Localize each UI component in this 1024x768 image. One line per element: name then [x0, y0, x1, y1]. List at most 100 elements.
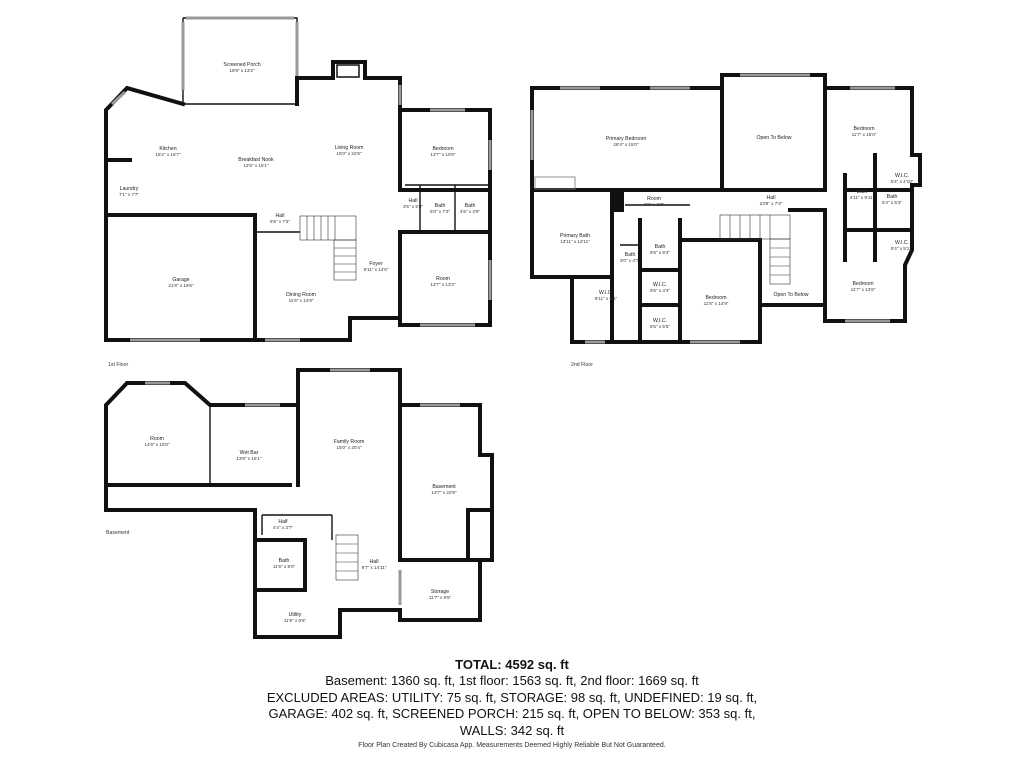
svg-text:Open To Below: Open To Below [773, 292, 808, 298]
svg-text:9'0" x 3'3": 9'0" x 3'3" [644, 202, 664, 207]
room-label-laundry: Laundry 7'1" x 7'7" [119, 186, 139, 197]
svg-text:Primary Bath: Primary Bath [560, 233, 590, 239]
svg-text:28'4" x 15'0": 28'4" x 15'0" [613, 142, 639, 147]
svg-text:11'6" x 6'6": 11'6" x 6'6" [284, 618, 307, 623]
second-floor-outer-walls [530, 73, 922, 344]
second-floor-stairs [719, 214, 791, 285]
svg-text:5'4" x 4'10": 5'4" x 4'10" [891, 179, 914, 184]
svg-text:5'5" x 5'5": 5'5" x 5'5" [650, 324, 670, 329]
room-label-storage: Storage 11'7" x 8'5" [429, 589, 452, 600]
svg-text:3'5" x 5'0": 3'5" x 5'0" [403, 204, 423, 209]
basement-plan: Basement [104, 368, 494, 639]
svg-text:9'11" x 14'6": 9'11" x 14'6" [364, 267, 389, 272]
basement-interior-walls [104, 403, 494, 592]
svg-text:Basement: Basement [432, 484, 456, 490]
svg-text:15'0" x 22'6": 15'0" x 22'6" [336, 151, 362, 156]
svg-text:Garage: Garage [172, 277, 189, 283]
first-floor-windows [110, 85, 492, 342]
screened-porch-walls [181, 16, 299, 105]
room-label-bath-2: Bath 4'6" x 4'9" [460, 203, 480, 214]
area-summary: TOTAL: 4592 sq. ft Basement: 1360 sq. ft… [0, 656, 1024, 739]
room-label-hall-small: Hall 3'5" x 5'0" [403, 198, 423, 209]
svg-text:Bedroom: Bedroom [853, 126, 874, 132]
first-floor-stairs [299, 215, 357, 281]
room-label-room-2: Room 9'0" x 3'3" [644, 196, 664, 207]
room-label-bath-2b: Bath 5'4" x 5'3" [882, 194, 902, 205]
svg-text:11'8" x 14'9": 11'8" x 14'9" [704, 301, 729, 306]
room-label-hall-b: Hall 9'7" x 14'11" [362, 559, 387, 570]
first-floor-interior-walls [104, 64, 492, 342]
room-label-breakfast-nook: Breakfast Nook 12'5" x 15'1" [238, 157, 274, 168]
walls-area: WALLS: 342 sq. ft [459, 722, 565, 738]
first-floor-plan: 1st Floor [104, 16, 492, 368]
room-label-bath-1: Bath 5'0" x 7'3" [430, 203, 450, 214]
svg-text:5'0" x 7'3": 5'0" x 7'3" [430, 209, 450, 214]
svg-text:Family Room: Family Room [334, 439, 365, 445]
room-label-wic-2d: W.I.C. 9'11" x 9'1" [595, 290, 618, 301]
room-label-hall-2: Hall 23'8" x 7'3" [760, 195, 783, 206]
room-label-bedroom-2a: Bedroom 11'7" x 15'0" [852, 126, 877, 137]
room-label-wic-2b: W.I.C. 5'4" x 5'11" [891, 240, 914, 251]
svg-text:Bedroom: Bedroom [432, 146, 453, 152]
svg-text:5'5" x 8'4": 5'5" x 8'4" [650, 250, 670, 255]
room-label-wic-2e: W.I.C. 5'5" x 5'5" [650, 318, 670, 329]
room-label-room-b: Room 14'9" x 15'0" [144, 436, 170, 447]
svg-text:Laundry: Laundry [120, 186, 139, 192]
svg-text:W.I.C.: W.I.C. [599, 290, 613, 296]
room-label-bath-2c: Bath 5'5" x 8'4" [650, 244, 670, 255]
svg-text:Screened Porch: Screened Porch [223, 62, 260, 68]
room-label-bath-2a: Bath 4'11" x 9'11" [850, 189, 875, 200]
total-area: TOTAL: 4592 sq. ft [455, 657, 569, 672]
excluded-areas-1: EXCLUDED AREAS: UTILITY: 75 sq. ft, STOR… [266, 689, 758, 705]
room-label-garage: Garage 21'8" x 18'6" [168, 277, 194, 288]
svg-text:Wet Bar: Wet Bar [240, 450, 259, 456]
svg-text:Bath: Bath [857, 189, 868, 195]
svg-text:13'8" x 15'1": 13'8" x 15'1" [236, 456, 262, 461]
svg-text:3'0" x 4'7": 3'0" x 4'7" [620, 258, 640, 263]
svg-text:15'0" x 20'4": 15'0" x 20'4" [336, 445, 362, 450]
svg-text:9'11" x 9'1": 9'11" x 9'1" [595, 296, 618, 301]
room-label-open-to-below-1: Open To Below [756, 135, 791, 141]
svg-text:Open To Below: Open To Below [756, 135, 791, 141]
svg-text:Hall: Hall [409, 198, 418, 204]
svg-text:13'7" x 13'2": 13'7" x 13'2" [430, 282, 456, 287]
disclaimer-footer: Floor Plan Created By Cubicasa App. Meas… [358, 742, 666, 749]
svg-text:5'4" x 5'3": 5'4" x 5'3" [882, 200, 902, 205]
room-label-room-1: Room 13'7" x 13'2" [430, 276, 456, 287]
svg-text:Bath: Bath [435, 203, 446, 209]
svg-text:Hall: Hall [276, 213, 285, 219]
room-label-bedroom-1: Bedroom 13'7" x 10'6" [430, 146, 456, 157]
second-floor-interior-walls [530, 73, 914, 344]
basement-floor-label: Basement [106, 530, 130, 536]
svg-text:Storage: Storage [431, 589, 449, 595]
room-label-basement: Basement 13'7" x 22'9" [431, 484, 457, 495]
second-floor-label: 2nd Floor [571, 362, 593, 368]
svg-text:W.I.C.: W.I.C. [653, 318, 667, 324]
svg-text:5'5" x 4'4": 5'5" x 4'4" [650, 288, 670, 293]
room-label-wic-2a: W.I.C. 5'4" x 4'10" [891, 173, 914, 184]
floor-plan: 1st Floor Screened Porch 16'9" x 13'2" K… [104, 16, 922, 639]
svg-text:11'6" x 8'0": 11'6" x 8'0" [273, 564, 296, 569]
svg-text:11'7" x 15'0": 11'7" x 15'0" [852, 132, 877, 137]
svg-text:Half: Half [278, 519, 288, 525]
room-label-screened-porch: Screened Porch 16'9" x 13'2" [223, 62, 260, 73]
room-label-living-room: Living Room 15'0" x 22'6" [335, 145, 364, 156]
room-label-primary-bath: Primary Bath 13'11" x 12'11" [560, 233, 590, 244]
room-label-foyer: Foyer 9'11" x 14'6" [364, 261, 389, 272]
excluded-areas-2: GARAGE: 402 sq. ft, SCREENED PORCH: 215 … [268, 706, 756, 721]
svg-text:16'2" x 16'7": 16'2" x 16'7" [155, 152, 181, 157]
svg-text:Foyer: Foyer [369, 261, 383, 267]
room-label-kitchen: Kitchen 16'2" x 16'7" [155, 146, 181, 157]
room-label-wet-bar: Wet Bar 13'8" x 15'1" [236, 450, 262, 461]
basement-stairs [335, 534, 359, 581]
svg-text:4'6" x 4'9": 4'6" x 4'9" [460, 209, 480, 214]
second-floor-plan: 2nd Floor [530, 73, 922, 368]
svg-text:Room: Room [647, 196, 661, 202]
svg-text:Kitchen: Kitchen [159, 146, 176, 152]
svg-text:11'7" x 13'6": 11'7" x 13'6" [851, 287, 876, 292]
svg-text:4'11" x 9'11": 4'11" x 9'11" [850, 195, 875, 200]
svg-text:9'7" x 14'11": 9'7" x 14'11" [362, 565, 387, 570]
svg-text:Bath: Bath [279, 558, 290, 564]
room-label-bath-2d: Bath 3'0" x 4'7" [620, 252, 640, 263]
svg-text:W.I.C.: W.I.C. [653, 282, 667, 288]
